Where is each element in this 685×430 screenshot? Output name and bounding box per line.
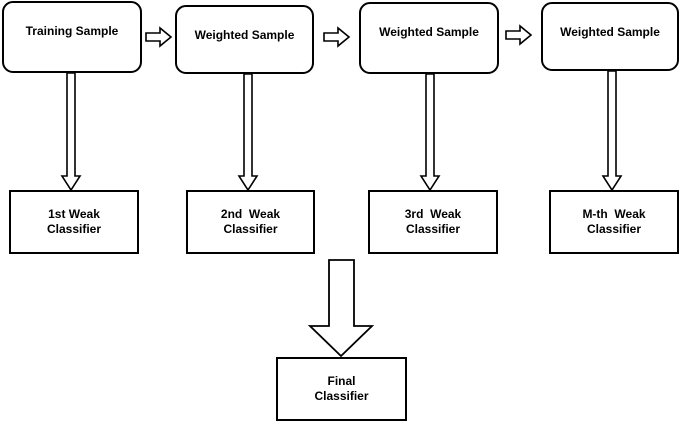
weak-classifier-box-3	[368, 190, 498, 254]
arrow-right-1	[145, 26, 173, 48]
arrow-right-2	[323, 26, 351, 48]
arrow-down-4	[601, 70, 623, 192]
training-sample-box	[2, 1, 142, 73]
arrow-down-3	[419, 73, 441, 192]
weak-classifier-box-4	[549, 190, 679, 254]
weak-classifier-box-2	[186, 190, 315, 254]
arrow-down-1	[60, 72, 82, 192]
weak-classifier-box-1	[9, 190, 139, 254]
arrow-down-2	[237, 73, 259, 192]
arrow-right-3	[505, 24, 533, 46]
final-classifier-box	[276, 357, 407, 421]
arrow-down-final	[307, 259, 375, 358]
weighted-sample-box-3	[541, 2, 679, 71]
weighted-sample-box-1	[175, 5, 314, 74]
weighted-sample-box-2	[359, 2, 499, 74]
